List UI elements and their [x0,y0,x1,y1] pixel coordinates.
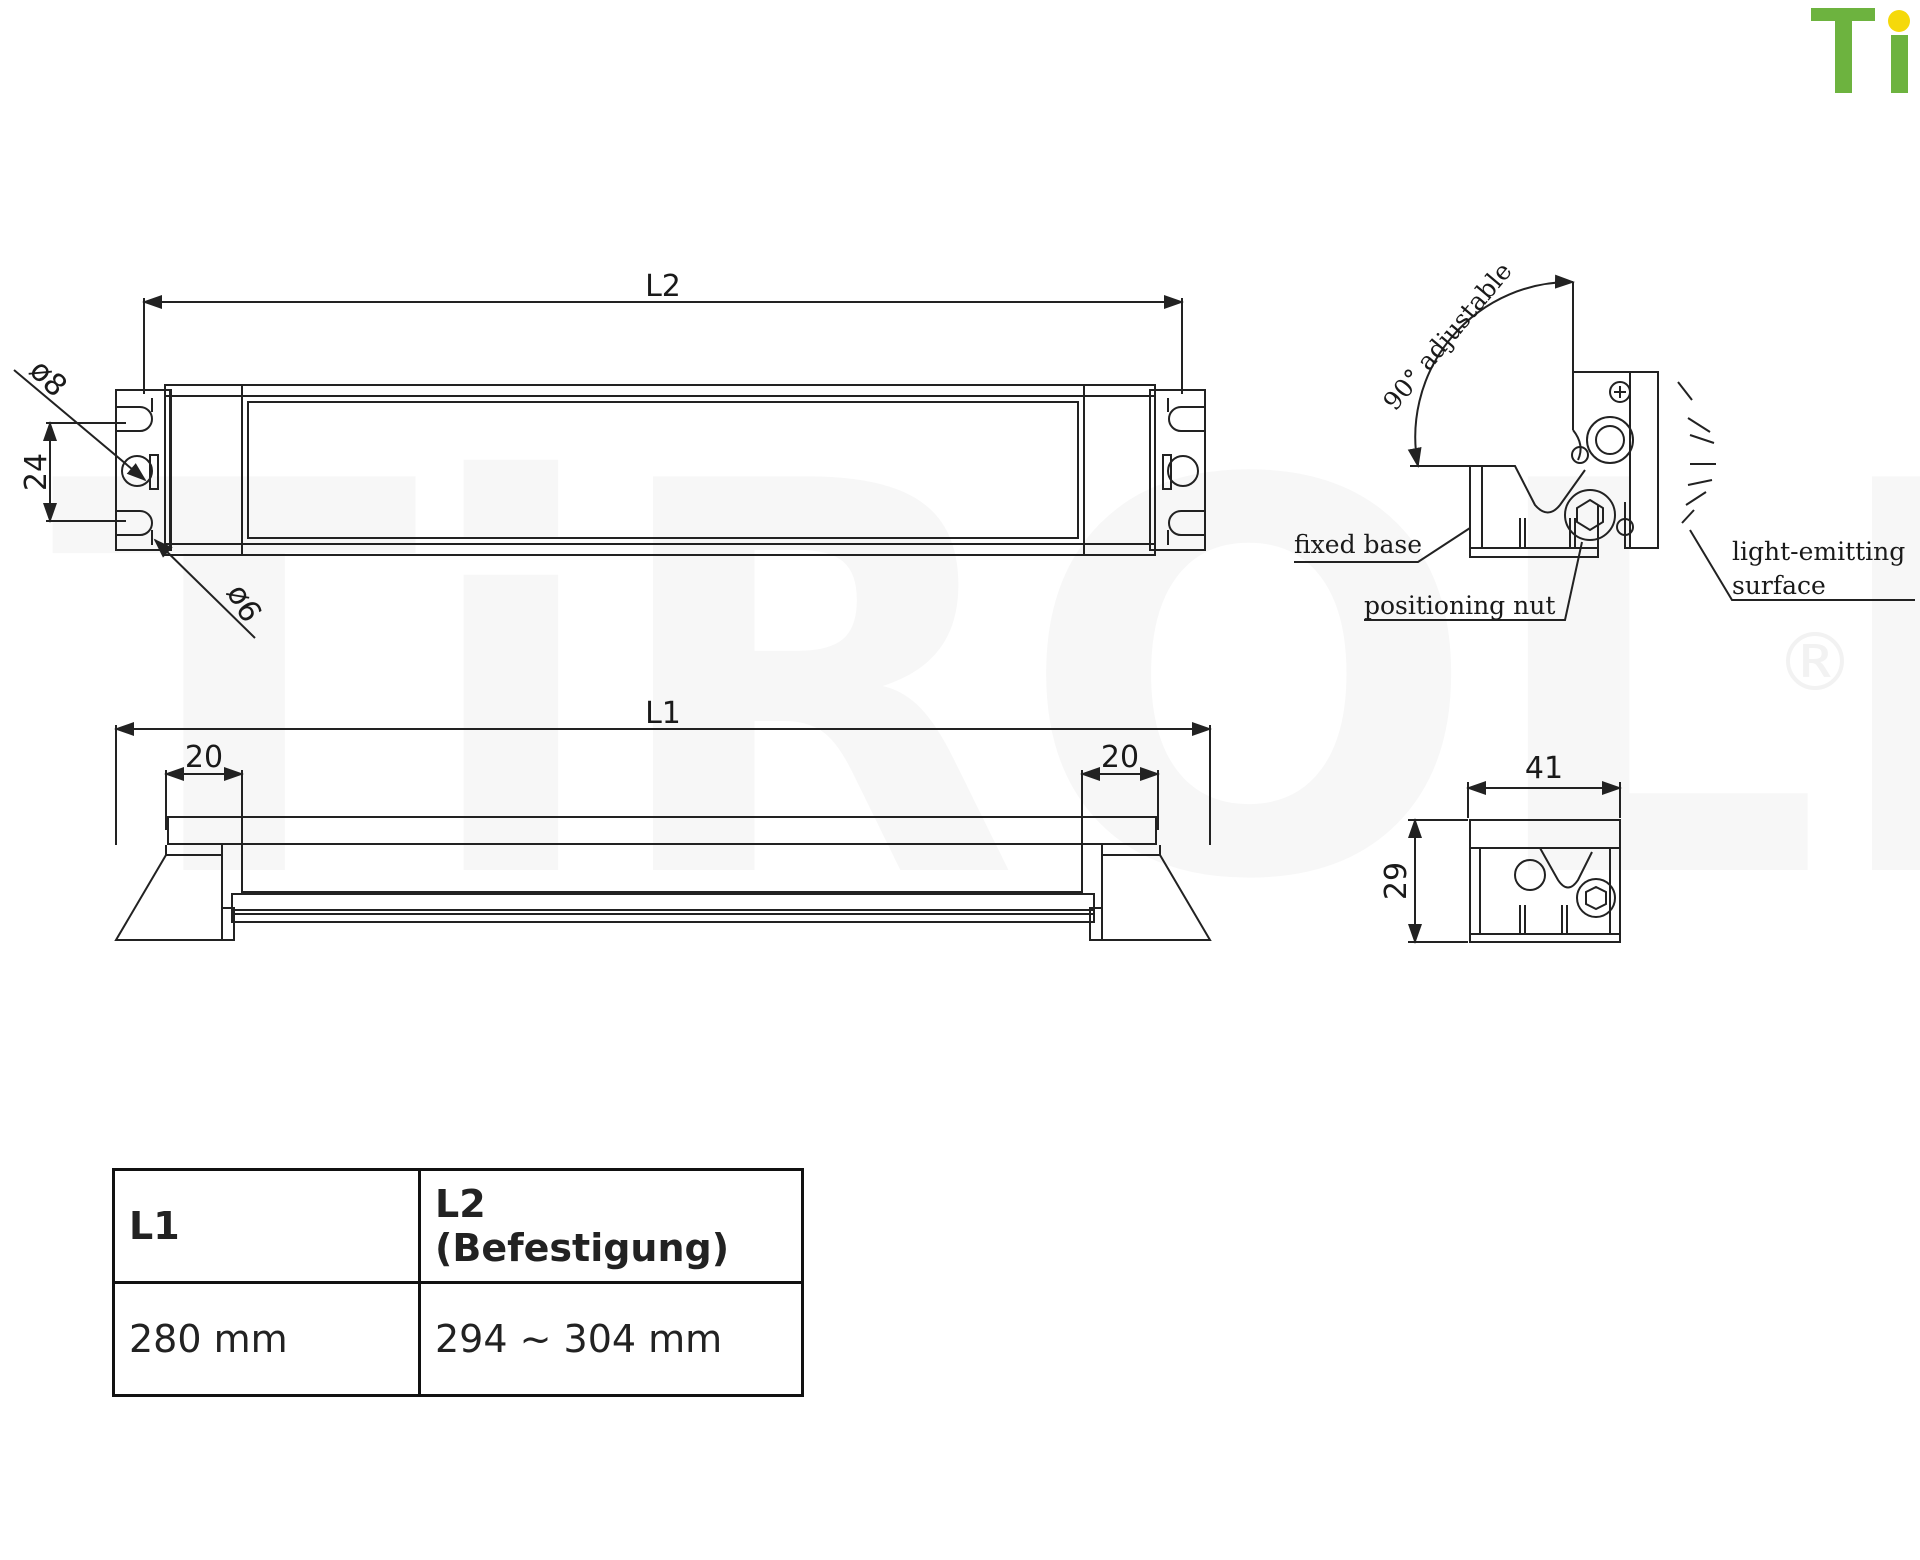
dim-l2-label: L2 [645,269,681,304]
dim-20-left-label: 20 [185,740,223,775]
table-header-row: L1 L2 (Befestigung) [112,1168,804,1284]
dim-24-label: 24 [19,453,54,491]
dim-29-label: 29 [1379,862,1414,900]
table-header-l2: L2 (Befestigung) [418,1168,804,1284]
side-detail-view [1294,274,1915,621]
top-view [13,295,1206,639]
dimension-table: L1 L2 (Befestigung) 280 mm 294 ~ 304 mm [112,1168,804,1397]
table-cell-l1-value: 280 mm [112,1281,421,1397]
logo-dot-icon [1888,10,1910,32]
positioning-nut-label: positioning nut [1364,591,1555,620]
front-view [114,722,1212,941]
end-view [1408,781,1622,944]
light-emitting-label-line2: surface [1732,571,1826,600]
dim-20-right-label: 20 [1101,740,1139,775]
watermark-text: TiROLED [50,370,1920,998]
watermark-registered-mark: ® [1775,616,1855,709]
table-cell-l2-value: 294 ~ 304 mm [418,1281,804,1397]
watermark: TiROLED ® [50,370,1920,998]
ti-logo [1811,8,1910,93]
light-emitting-label-line1: light-emitting [1732,537,1905,566]
dim-41-label: 41 [1525,751,1563,786]
table-header-l1: L1 [112,1168,421,1284]
dim-l1-label: L1 [645,696,681,731]
fixed-base-label: fixed base [1294,530,1422,559]
table-row: 280 mm 294 ~ 304 mm [112,1281,804,1397]
